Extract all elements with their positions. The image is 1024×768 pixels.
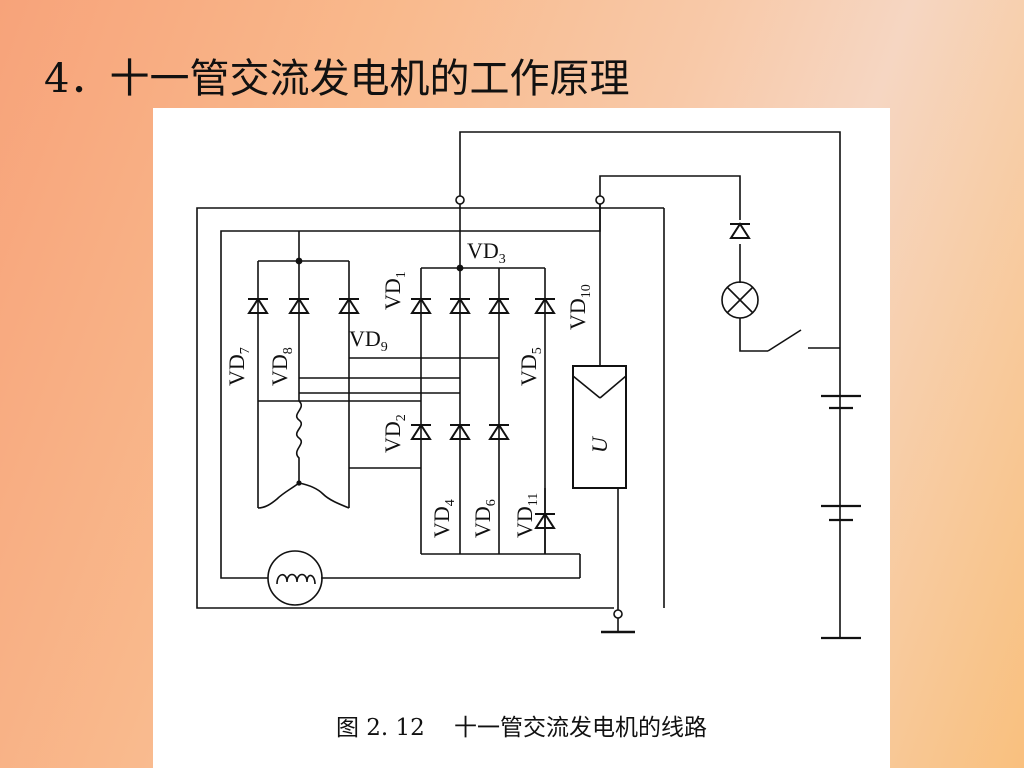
wire-frame-inner xyxy=(220,204,601,579)
junction-dot xyxy=(456,264,464,272)
regulator-box xyxy=(572,365,627,489)
stator-winding-2 xyxy=(257,482,300,509)
slide-title: 4．十一管交流发电机的工作原理 xyxy=(44,56,630,102)
terminal-d xyxy=(595,195,605,205)
wire-frame-outer xyxy=(196,207,664,609)
wire-b-top xyxy=(459,131,841,638)
label-vd3: VD3 xyxy=(467,238,506,267)
stator-winding-1 xyxy=(295,400,303,483)
label-vd9: VD9 xyxy=(349,326,388,355)
terminal-b xyxy=(455,195,465,205)
label-vd2: VD2 xyxy=(380,414,409,453)
junction-dot xyxy=(296,480,302,486)
regulator-label: U xyxy=(587,435,612,453)
label-vd1: VD1 xyxy=(380,271,409,310)
label-vd6: VD6 xyxy=(470,499,499,538)
label-vd5: VD5 xyxy=(516,347,545,386)
regulator-symbol xyxy=(572,375,627,399)
ignition-switch xyxy=(767,329,802,352)
diode-lamp xyxy=(729,223,751,239)
label-vd7: VD7 xyxy=(224,347,253,386)
circuit-figure: U VD3 VD9 VD1 VD10 VD7 VD8 VD5 VD2 VD4 V… xyxy=(153,108,890,768)
circuit-diagram: U VD3 VD9 VD1 VD10 VD7 VD8 VD5 VD2 VD4 V… xyxy=(196,131,861,640)
label-vd10: VD10 xyxy=(565,284,594,330)
wire-lamp-out xyxy=(739,318,768,352)
figure-caption: 图 2. 12 十一管交流发电机的线路 xyxy=(335,715,708,741)
junction-dot xyxy=(295,257,303,265)
label-vd11: VD11 xyxy=(512,493,541,538)
lamp-cross-2 xyxy=(726,286,754,314)
terminal-ground xyxy=(613,609,623,619)
stator-winding-3 xyxy=(298,482,350,509)
label-vd4: VD4 xyxy=(429,499,458,538)
label-vd8: VD8 xyxy=(267,347,296,386)
wire-d-right xyxy=(599,175,741,220)
field-winding xyxy=(267,550,323,606)
